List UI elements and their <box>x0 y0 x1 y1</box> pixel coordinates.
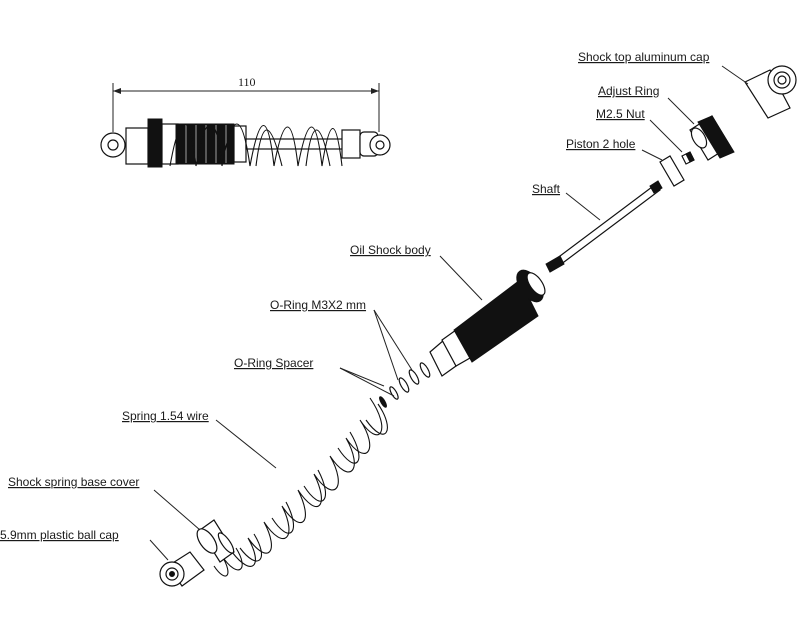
top-cap-part <box>744 65 797 119</box>
dimension-value: 110 <box>238 75 256 89</box>
label-adjust-ring: Adjust Ring <box>598 84 659 98</box>
base-cover-part <box>196 519 235 563</box>
piston-part <box>659 155 685 187</box>
label-nut: M2.5 Nut <box>596 107 645 121</box>
ball-cap-part <box>159 551 205 587</box>
label-shaft: Shaft <box>532 182 561 196</box>
label-ball-cap: 5.9mm plastic ball cap <box>0 528 119 542</box>
leader-lines <box>149 65 749 561</box>
label-spring: Spring 1.54 wire <box>122 409 209 423</box>
label-base-cover: Shock spring base cover <box>8 475 139 489</box>
label-body: Oil Shock body <box>350 243 431 257</box>
adjust-ring-part <box>689 115 735 161</box>
shaft-part <box>545 180 663 273</box>
label-spacer: O-Ring Spacer <box>234 356 313 370</box>
oring-parts <box>379 362 431 408</box>
label-oring: O-Ring M3X2 mm <box>270 298 366 312</box>
dimension-line: 110 <box>112 75 380 132</box>
body-part <box>429 269 546 377</box>
assembled-spring <box>169 123 343 167</box>
assembled-shock: 110 <box>100 75 391 168</box>
label-top-cap: Shock top aluminum cap <box>578 50 710 64</box>
spring-part <box>213 397 388 577</box>
label-piston: Piston 2 hole <box>566 137 636 151</box>
nut-part <box>681 151 695 165</box>
